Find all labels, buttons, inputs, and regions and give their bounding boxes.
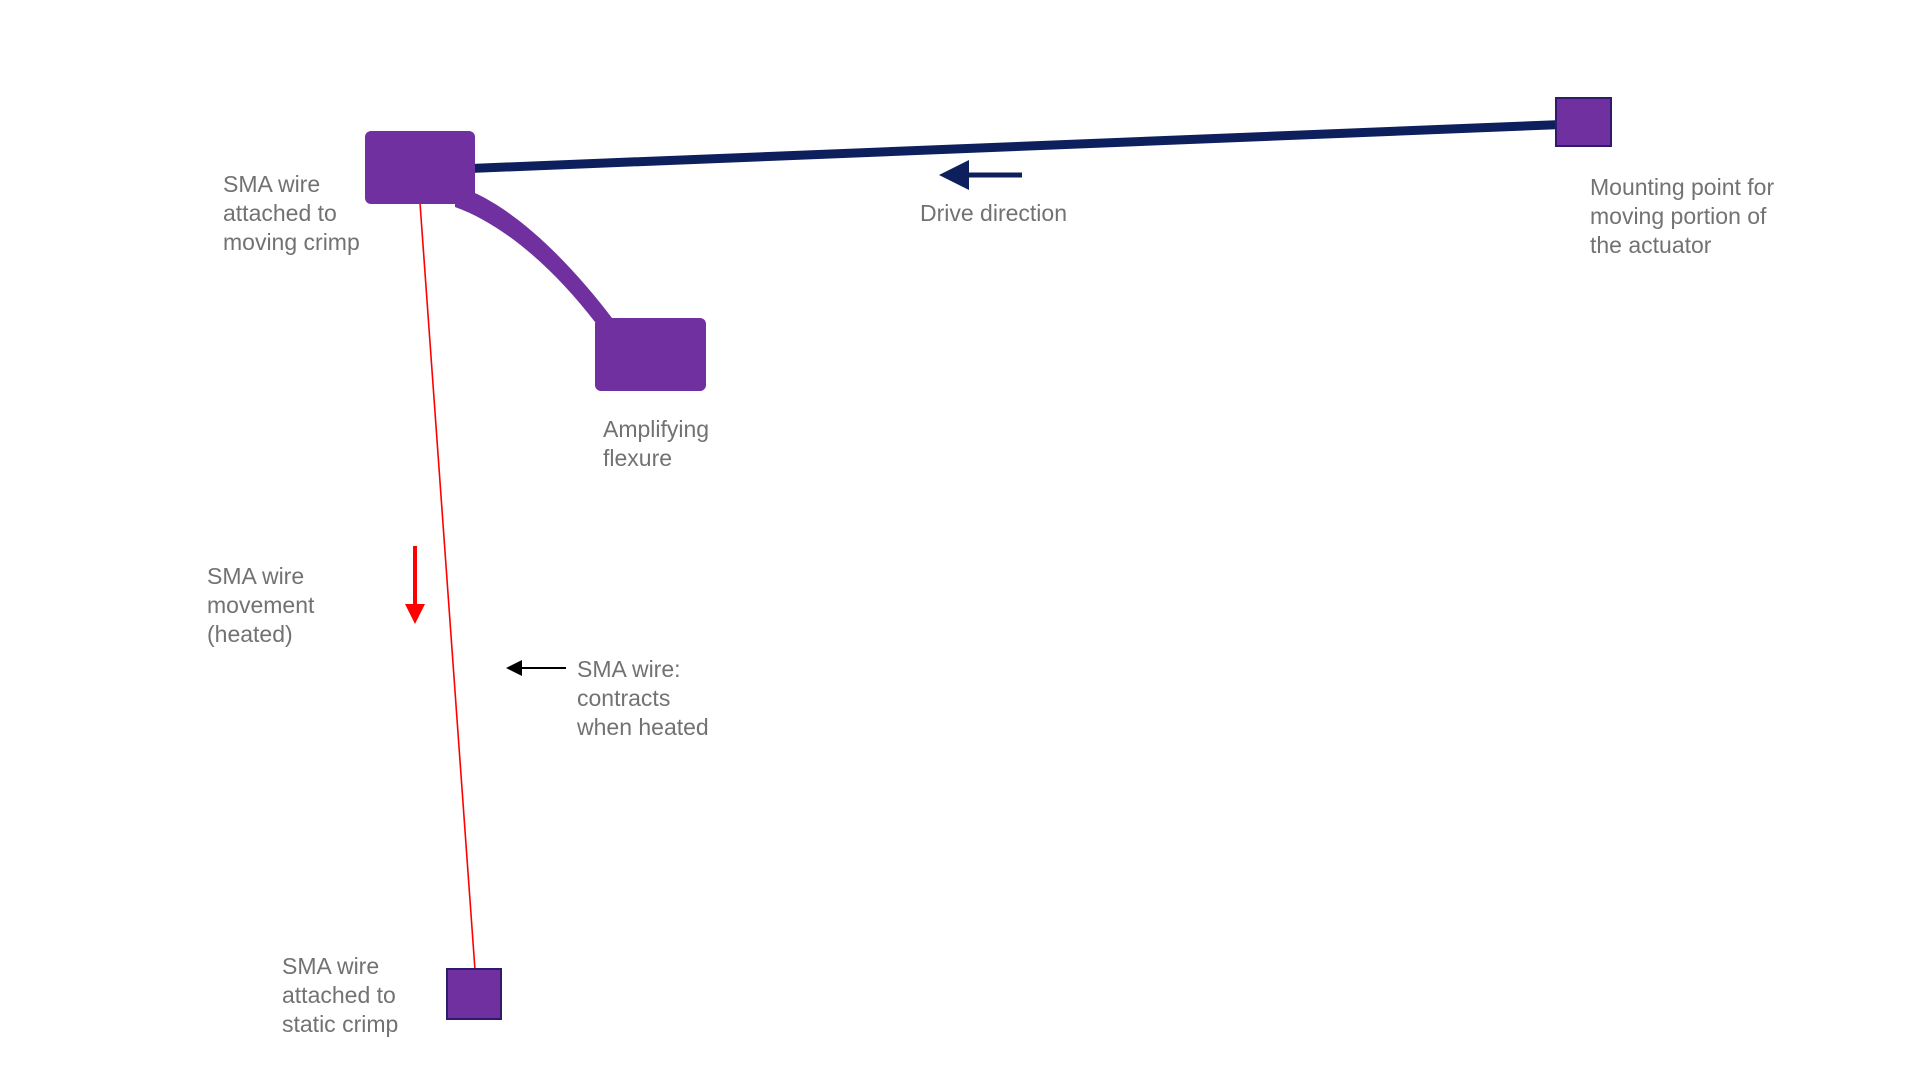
label-mounting-point: Mounting point for moving portion of the… <box>1590 173 1774 260</box>
label-line: Mounting point for <box>1590 174 1775 200</box>
label-moving-crimp: SMA wire attached to moving crimp <box>223 170 360 257</box>
label-line: moving portion of <box>1590 203 1767 229</box>
drive-arm <box>470 120 1562 173</box>
label-line: static crimp <box>282 1011 399 1037</box>
label-line: (heated) <box>207 621 293 647</box>
label-line: attached to <box>223 200 337 226</box>
label-line: when heated <box>577 714 709 740</box>
label-line: Drive direction <box>920 200 1067 226</box>
mounting-point-block <box>1555 97 1612 147</box>
label-line: SMA wire <box>282 953 380 979</box>
label-line: SMA wire: <box>577 656 681 682</box>
amplifying-flexure-block <box>595 318 706 391</box>
label-line: moving crimp <box>223 229 360 255</box>
label-static-crimp: SMA wire attached to static crimp <box>282 952 398 1039</box>
label-line: SMA wire <box>223 171 321 197</box>
label-line: attached to <box>282 982 396 1008</box>
moving-crimp-block <box>365 131 475 204</box>
label-line: contracts <box>577 685 671 711</box>
sma-wire <box>419 202 476 971</box>
label-line: SMA wire <box>207 563 305 589</box>
label-line: the actuator <box>1590 232 1712 258</box>
label-line: movement <box>207 592 315 618</box>
label-wire-contracts: SMA wire: contracts when heated <box>577 655 709 742</box>
label-line: flexure <box>603 445 673 471</box>
label-line: Amplifying <box>603 416 710 442</box>
label-amplifying-flexure: Amplifying flexure <box>603 415 709 473</box>
flexure-arm <box>455 193 615 322</box>
label-drive-direction: Drive direction <box>920 199 1067 228</box>
static-crimp-block <box>446 968 502 1020</box>
label-wire-movement: SMA wire movement (heated) <box>207 562 314 649</box>
